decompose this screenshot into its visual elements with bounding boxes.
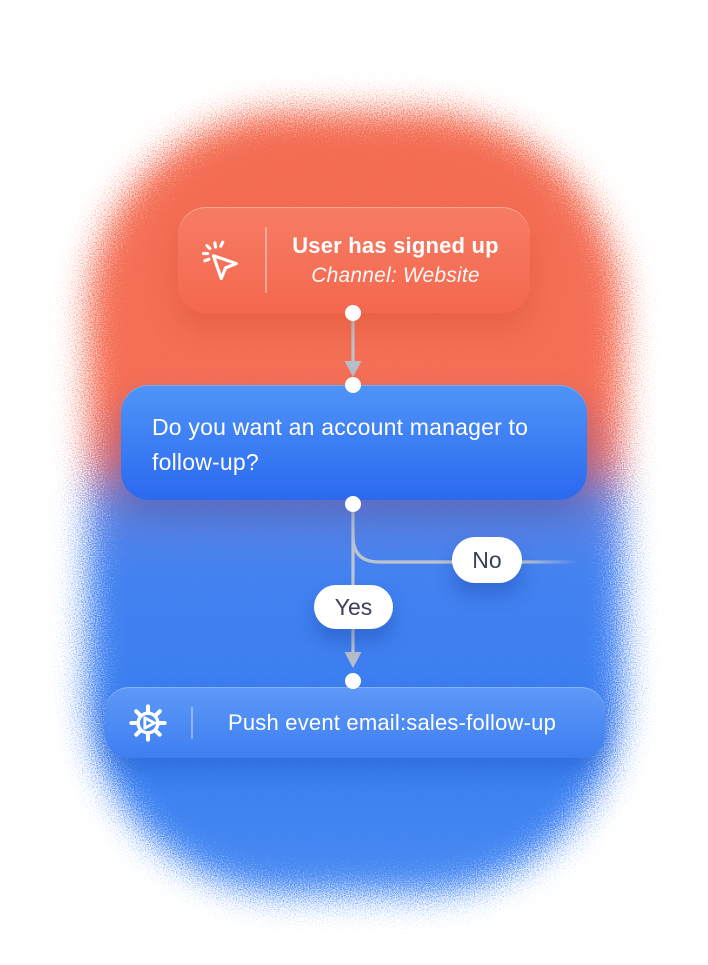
action-node[interactable]: Push event email:sales-follow-up <box>105 687 605 758</box>
question-node[interactable]: Do you want an account manager to follow… <box>121 385 587 500</box>
branch-yes-pill[interactable]: Yes <box>314 585 393 629</box>
branch-yes-label: Yes <box>334 593 373 620</box>
branch-no-label: No <box>472 546 502 573</box>
trigger-node[interactable]: User has signed up Channel: Website <box>178 207 530 313</box>
gear-play-icon <box>129 703 167 742</box>
trigger-icon-box <box>178 240 265 280</box>
trigger-divider <box>265 227 267 293</box>
branch-no-pill[interactable]: No <box>452 537 522 583</box>
action-icon-box <box>105 703 191 742</box>
cursor-click-icon <box>201 240 238 280</box>
trigger-subtitle: Channel: Website <box>311 263 480 287</box>
question-text: Do you want an account manager to follow… <box>152 413 529 475</box>
action-divider <box>191 706 193 739</box>
action-text: Push event email:sales-follow-up <box>228 709 556 735</box>
trigger-title: User has signed up <box>292 232 499 258</box>
